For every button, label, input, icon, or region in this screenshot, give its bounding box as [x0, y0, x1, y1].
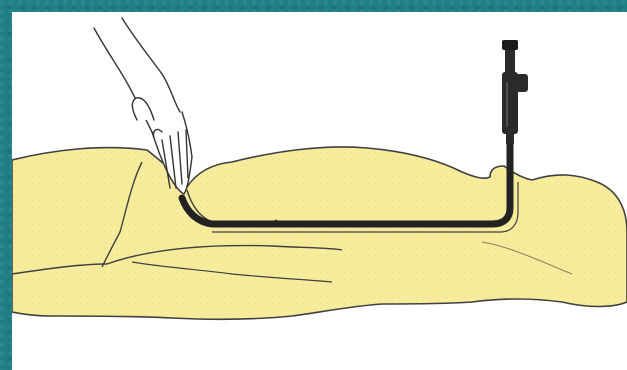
illustration-panel: [12, 12, 627, 370]
endoscopy-illustration: [12, 12, 627, 370]
patient-body-icon: [12, 147, 627, 319]
